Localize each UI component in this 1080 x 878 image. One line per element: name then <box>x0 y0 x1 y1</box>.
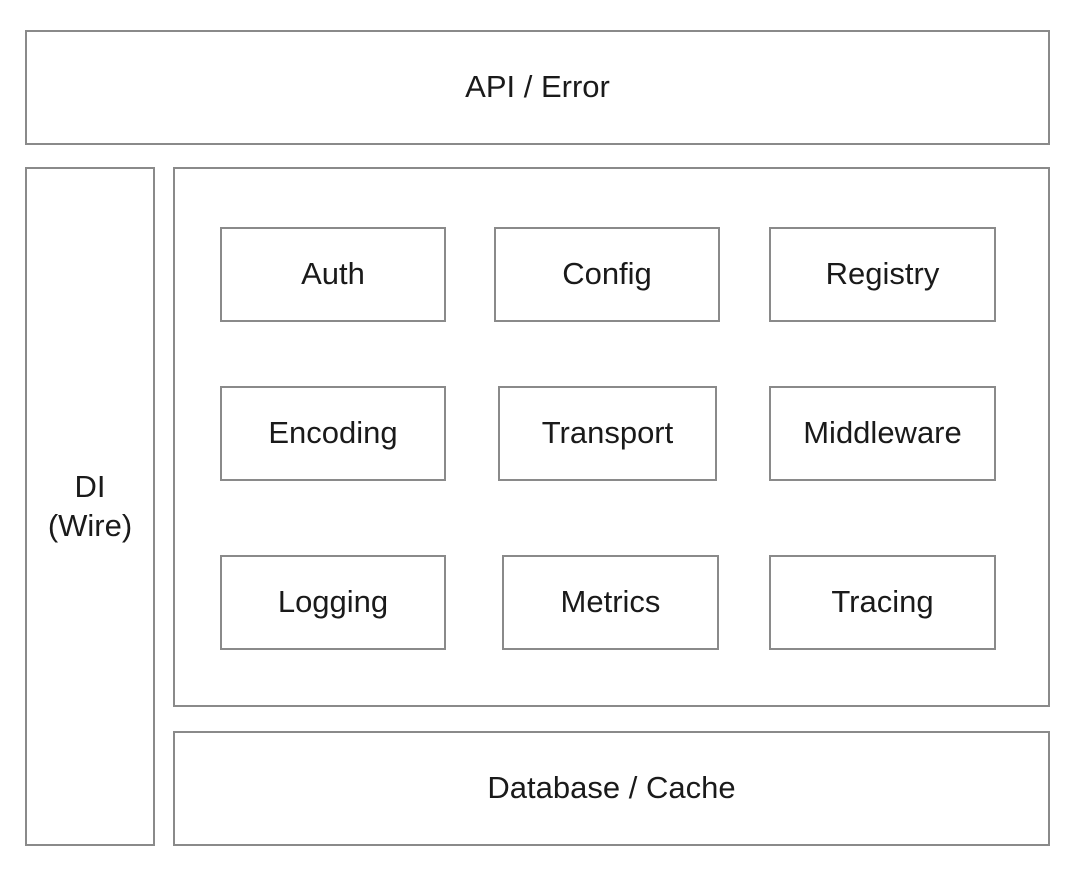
database-cache-label: Database / Cache <box>487 770 736 806</box>
component-registry: Registry <box>769 227 996 322</box>
component-metrics: Metrics <box>502 555 719 650</box>
database-cache-layer: Database / Cache <box>173 731 1050 846</box>
component-logging: Logging <box>220 555 446 650</box>
component-label: Metrics <box>560 584 661 620</box>
component-transport: Transport <box>498 386 717 481</box>
api-error-layer: API / Error <box>25 30 1050 145</box>
component-middleware: Middleware <box>769 386 996 481</box>
component-encoding: Encoding <box>220 386 446 481</box>
component-label: Middleware <box>803 415 962 451</box>
component-label: Tracing <box>831 584 934 620</box>
component-label: Transport <box>541 415 674 451</box>
component-label: Config <box>562 256 652 292</box>
component-label: Logging <box>277 584 389 620</box>
component-label: Encoding <box>268 415 398 451</box>
di-wire-label: DI (Wire) <box>48 468 132 546</box>
component-auth: Auth <box>220 227 446 322</box>
di-wire-layer: DI (Wire) <box>25 167 155 846</box>
wire-label: (Wire) <box>47 507 133 543</box>
di-label: DI <box>74 468 106 504</box>
component-tracing: Tracing <box>769 555 996 650</box>
api-error-label: API / Error <box>465 69 610 105</box>
component-config: Config <box>494 227 720 322</box>
component-label: Registry <box>825 256 940 292</box>
component-label: Auth <box>301 256 365 292</box>
